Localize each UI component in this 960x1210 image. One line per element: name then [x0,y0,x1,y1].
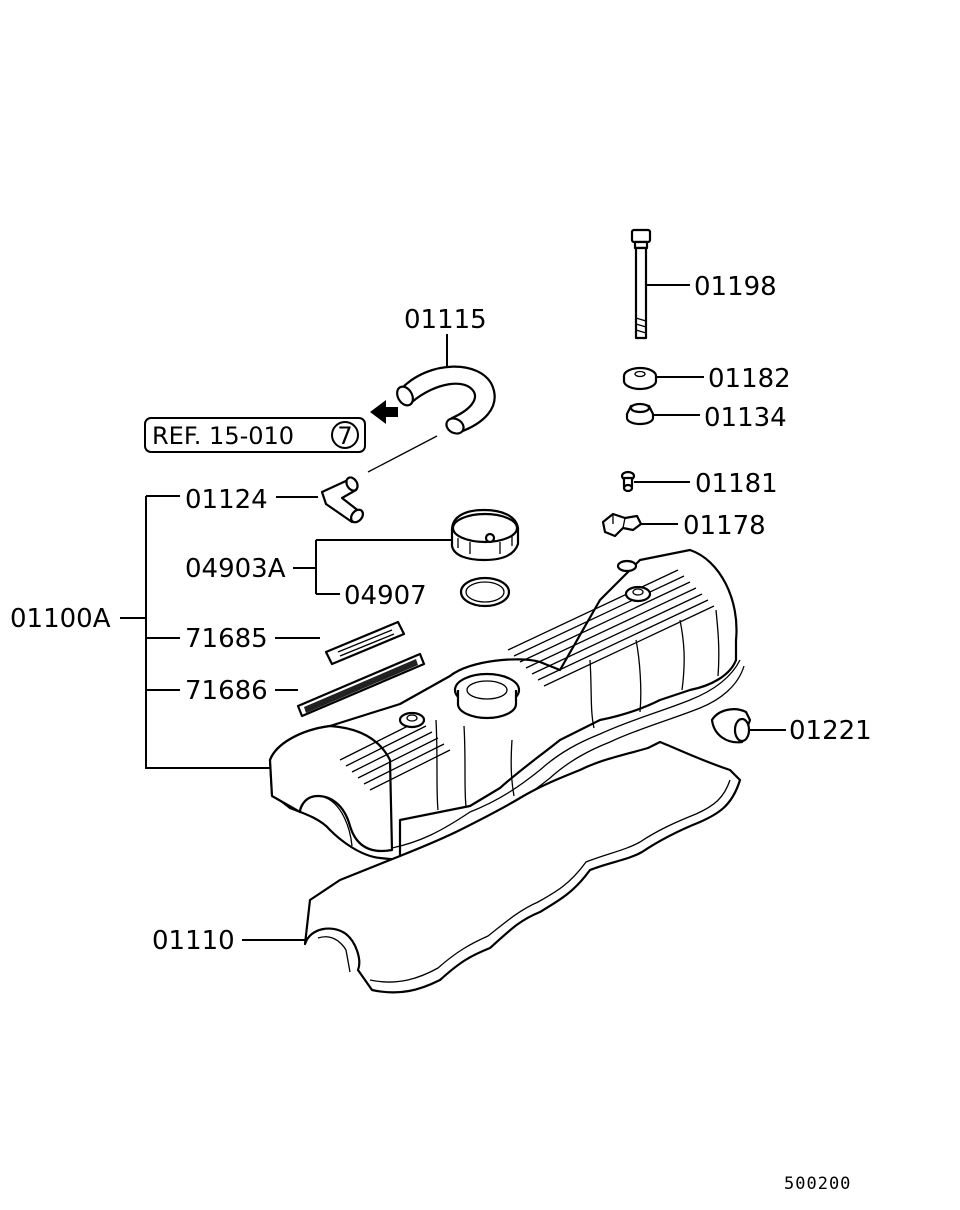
leader-hose-line [367,435,438,473]
arrow-icon [370,400,398,424]
oil-cap-04903a[interactable] [450,508,520,562]
plate-71686[interactable] [296,652,426,718]
bracket-01100a [120,495,270,769]
label-71686: 71686 [185,676,268,706]
rib-rear [507,569,715,687]
plate-71685[interactable] [324,620,406,666]
rocker-cover-body[interactable] [268,548,745,862]
label-01198: 01198 [694,272,777,302]
hose-01115[interactable] [394,365,496,437]
reference-text: REF. 15-010 [152,422,294,450]
gasket-01110[interactable] [303,740,742,994]
bolt-01198[interactable] [630,228,652,340]
grommet-01134[interactable] [625,402,655,426]
washer-01182[interactable] [622,366,658,391]
leader-04903a [293,539,452,595]
reference-box[interactable] [144,417,366,453]
label-01221: 01221 [789,716,872,746]
label-01182: 01182 [708,364,791,394]
label-01100a: 01100A [10,604,111,634]
label-01115: 01115 [404,305,487,335]
label-04903a: 04903A [185,554,286,584]
label-01124: 01124 [185,485,268,515]
o-ring-04907[interactable] [459,576,511,608]
label-01110: 01110 [152,926,235,956]
connector-01124[interactable] [320,475,365,524]
diagram-code: 500200 [784,1174,851,1194]
label-71685: 71685 [185,624,268,654]
label-04907: 04907 [344,581,427,611]
label-01134: 01134 [704,403,787,433]
screw-01181[interactable] [620,470,636,493]
rib-front [339,719,451,791]
clip-01178[interactable] [601,512,643,538]
label-01178: 01178 [683,511,766,541]
reference-circled-number: 7 [337,422,352,450]
label-01181: 01181 [695,469,778,499]
plug-01221[interactable] [710,708,752,744]
